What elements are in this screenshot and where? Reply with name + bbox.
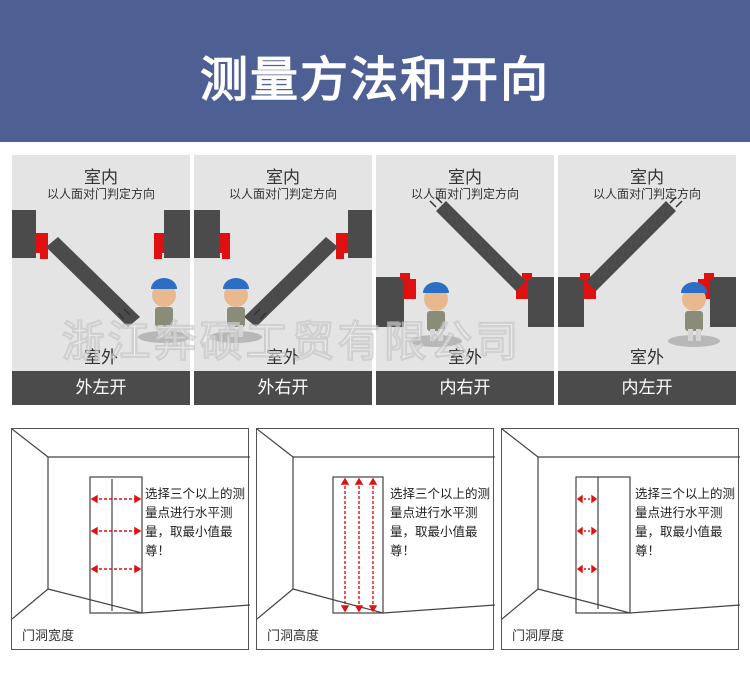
room-door-thickness: 选择三个以上的测量点进行水平测量，取最小值最尊！ 门洞厚度: [501, 428, 740, 650]
direction-note: 以人面对门判定方向: [228, 187, 337, 201]
outdoor-label: 室外: [84, 348, 118, 368]
outdoor-label: 室外: [266, 348, 300, 368]
opening-type-label: 内右开: [376, 371, 554, 405]
room-perspective-drawing: [12, 429, 250, 620]
direction-note: 以人面对门判定方向: [410, 187, 519, 201]
door-scene-illustration: [376, 196, 554, 347]
outdoor-label: 室外: [630, 348, 664, 368]
direction-note: 以人面对门判定方向: [46, 187, 155, 201]
opening-type-label: 外右开: [194, 371, 372, 405]
panel-outward-left: 室内 以人面对门判定方向 室外 外左开: [12, 155, 190, 405]
measurement-label: 门洞宽度: [22, 629, 75, 644]
outdoor-label: 室外: [448, 348, 482, 368]
indoor-label: 室内: [448, 168, 482, 188]
panel-inward-right: 室内 以人面对门判定方向 室外 内右开: [376, 155, 554, 405]
measurement-tip: 选择三个以上的测量点进行水平测量，取最小值最尊！: [145, 486, 246, 558]
indoor-label: 室内: [266, 168, 300, 188]
panel-outward-right: 室内 以人面对门判定方向 室外 外右开: [194, 155, 372, 405]
door-scene-illustration: [194, 210, 372, 343]
door-scene-illustration: [12, 210, 190, 343]
indoor-label: 室内: [630, 168, 664, 188]
room-perspective-drawing: [502, 429, 740, 620]
opening-type-label: 外左开: [12, 371, 190, 405]
header-banner: 测量方法和开向: [0, 0, 750, 142]
room-door-height: 选择三个以上的测量点进行水平测量，取最小值最尊！ 门洞高度: [256, 428, 495, 650]
door-scene-illustration: [558, 196, 736, 347]
measurement-label: 门洞高度: [267, 629, 320, 644]
measurement-tip: 选择三个以上的测量点进行水平测量，取最小值最尊！: [390, 486, 491, 558]
page-title: 测量方法和开向: [199, 52, 550, 108]
measurement-diagrams: 选择三个以上的测量点进行水平测量，取最小值最尊！ 门洞宽度: [11, 428, 740, 650]
measurement-tip: 选择三个以上的测量点进行水平测量，取最小值最尊！: [635, 486, 736, 558]
direction-note: 以人面对门判定方向: [592, 187, 701, 201]
door-direction-panels: 室内 以人面对门判定方向 室外 外左开 室内 以人面对门判定方向 室外 外右开: [12, 155, 738, 405]
panel-inward-left: 室内 以人面对门判定方向 室外 内左开: [558, 155, 736, 405]
room-perspective-drawing: [257, 429, 495, 620]
company-watermark: 浙江奔硕工贸有限公司: [61, 317, 523, 367]
measurement-label: 门洞厚度: [512, 629, 565, 644]
room-door-width: 选择三个以上的测量点进行水平测量，取最小值最尊！ 门洞宽度: [11, 428, 250, 650]
opening-type-label: 内左开: [558, 371, 736, 405]
indoor-label: 室内: [84, 168, 118, 188]
